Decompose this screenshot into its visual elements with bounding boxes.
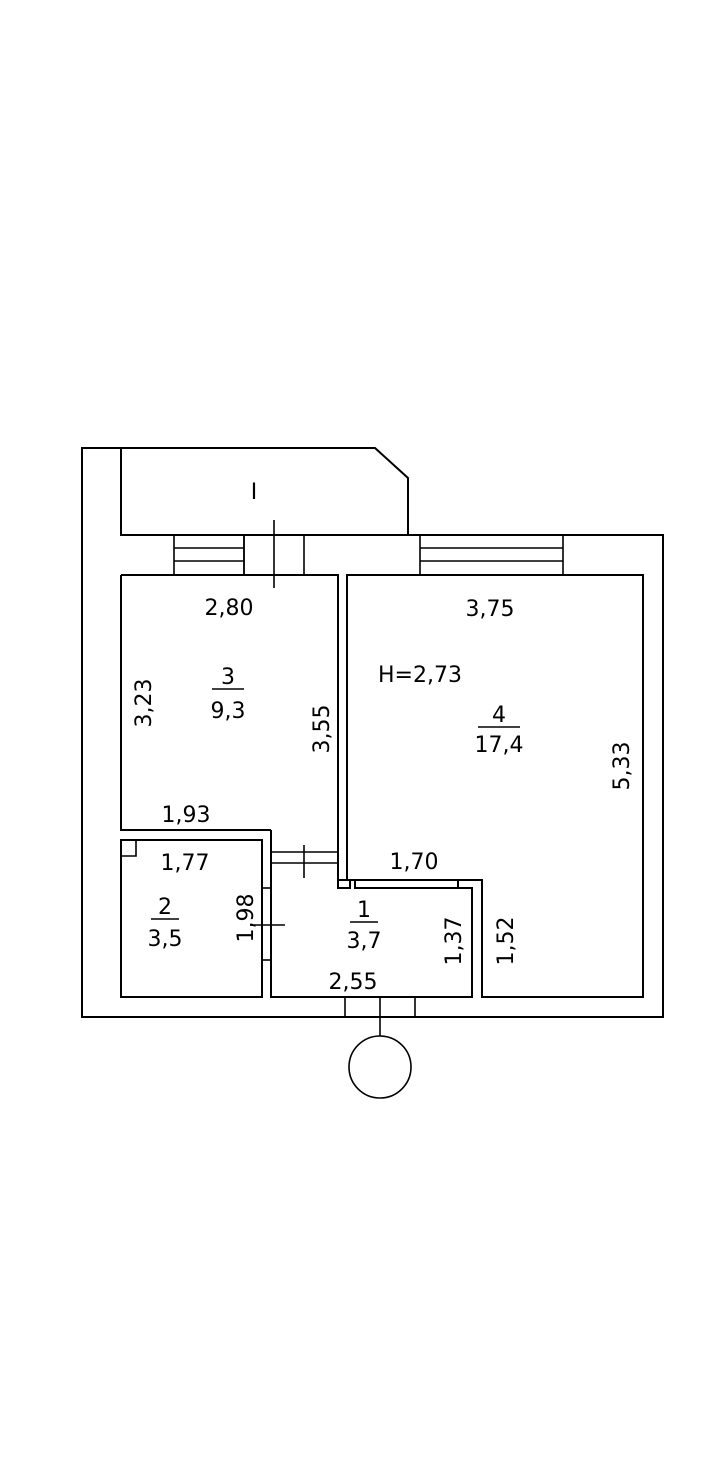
room-4-outline — [346, 574, 644, 998]
svg-text:3,7: 3,7 — [347, 929, 382, 954]
dim-room-3-inner-height: 3,55 — [310, 705, 335, 754]
svg-text:4: 4 — [492, 703, 506, 728]
room-1-right-wall — [457, 879, 482, 888]
dim-room-4-notch: 1,70 — [390, 850, 439, 875]
room-4-label: 4 17,4 — [475, 703, 524, 758]
dim-room-3-width: 2,80 — [205, 596, 254, 621]
window-room-3 — [173, 534, 245, 576]
dim-room-4-notch-height: 1,52 — [494, 917, 519, 966]
door-room-1-3 — [271, 845, 338, 878]
dim-room-2-height: 1,98 — [234, 894, 259, 943]
dim-room-4-width: 3,75 — [466, 597, 515, 622]
room-1-outline — [270, 830, 473, 998]
svg-text:2: 2 — [158, 895, 172, 920]
balcony-door — [243, 520, 305, 588]
window-room-4 — [419, 534, 564, 576]
room-3-label: 3 9,3 — [211, 665, 246, 724]
door-room-1-2 — [250, 887, 285, 961]
svg-text:9,3: 9,3 — [211, 699, 246, 724]
room-2-label: 2 3,5 — [148, 895, 183, 952]
room-1-label: 1 3,7 — [347, 898, 382, 954]
svg-text:17,4: 17,4 — [475, 733, 524, 758]
entrance-door — [344, 997, 416, 1099]
dim-room-2-width: 1,77 — [161, 851, 210, 876]
dim-room-1-height: 1,37 — [442, 917, 467, 966]
dim-room-3-height: 3,23 — [132, 679, 157, 728]
height-note: H=2,73 — [378, 663, 462, 688]
dim-room-3-bottom: 1,93 — [162, 803, 211, 828]
dim-room-4-height: 5,33 — [610, 742, 635, 791]
svg-text:1: 1 — [357, 898, 371, 923]
room-2-corner-marker — [121, 840, 137, 857]
dim-room-1-width: 2,55 — [329, 970, 378, 995]
room-2-outline — [120, 839, 263, 998]
balcony-wall — [120, 448, 408, 536]
svg-text:3: 3 — [221, 665, 235, 690]
entrance-marker — [348, 1035, 412, 1099]
svg-text:3,5: 3,5 — [148, 927, 183, 952]
balcony-label: I — [251, 480, 258, 505]
